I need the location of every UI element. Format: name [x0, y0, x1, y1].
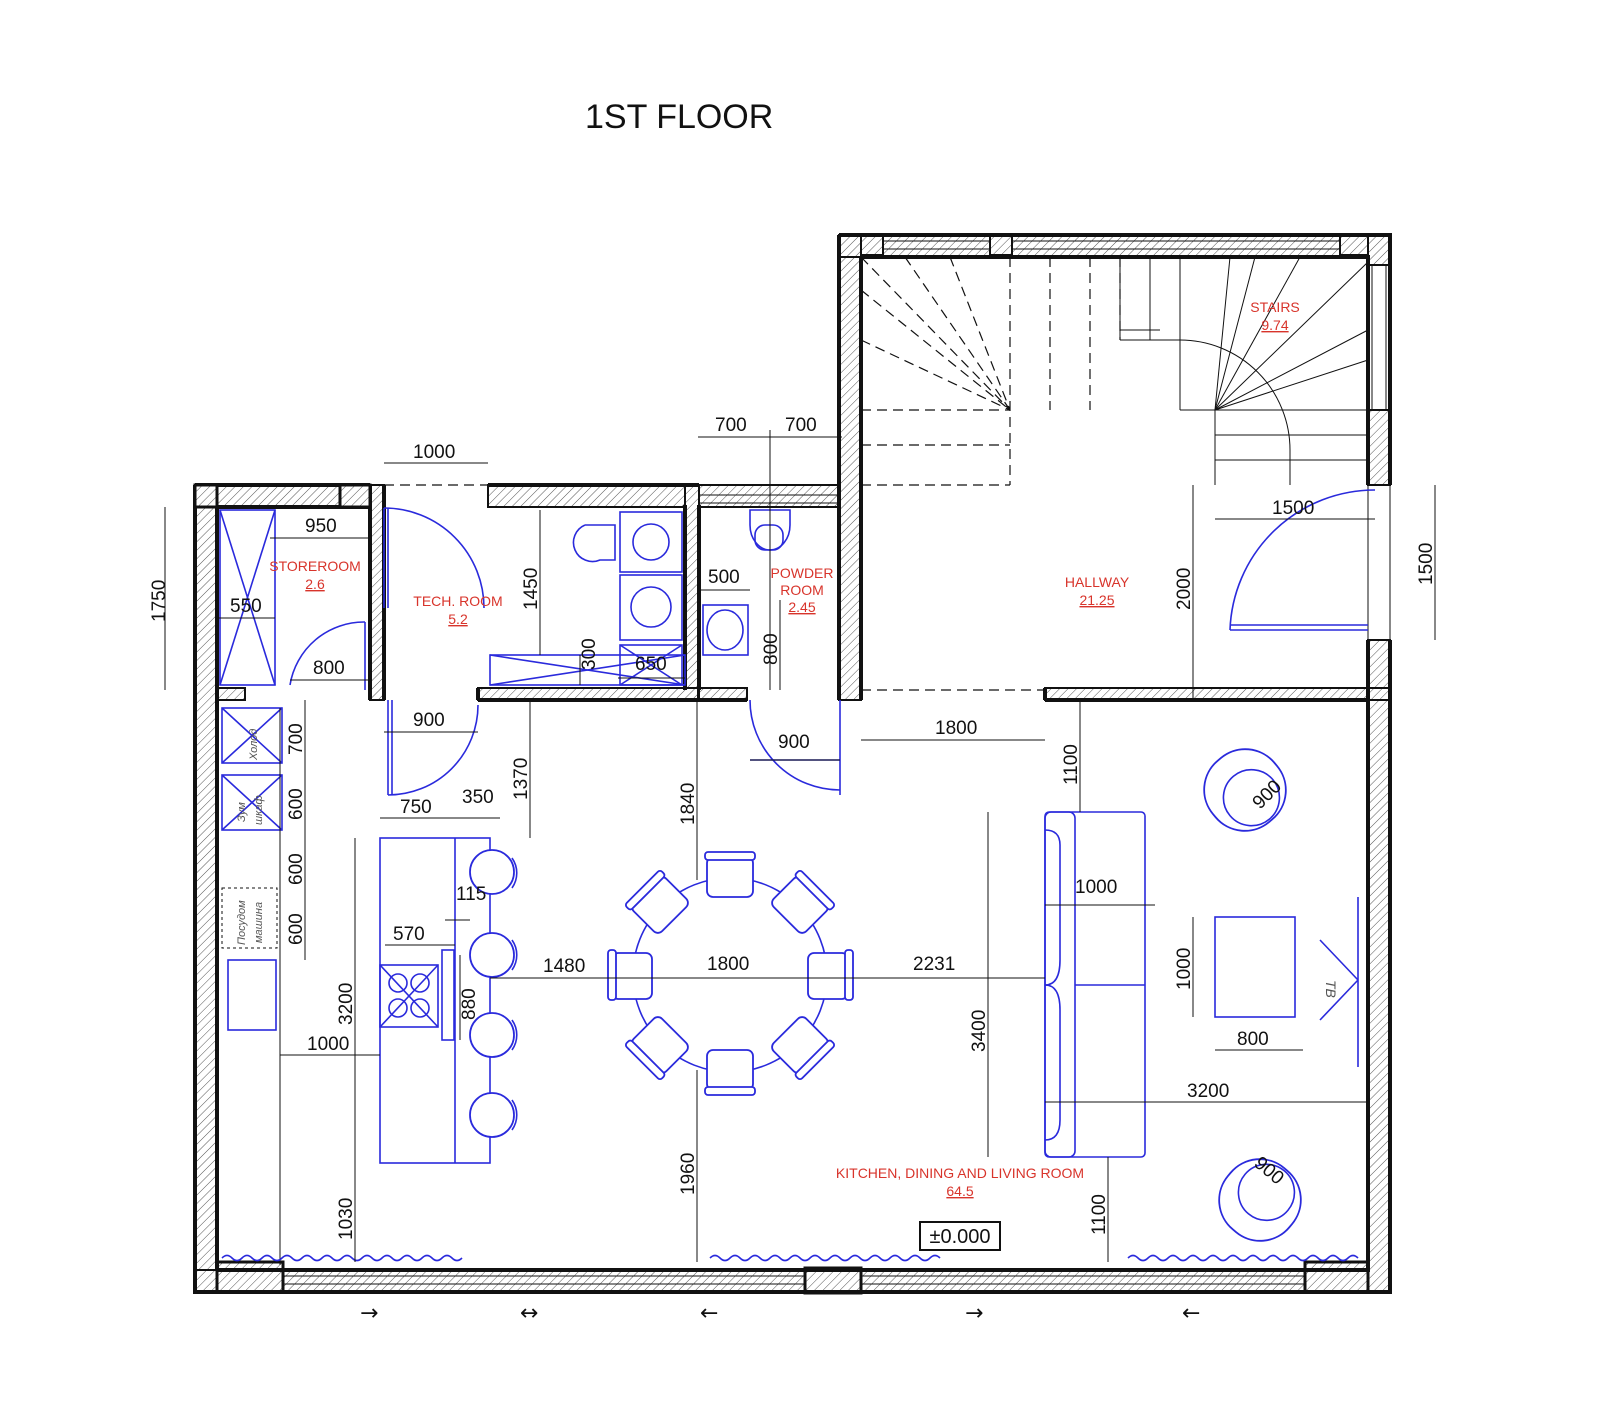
window-arrow-3: ←: [700, 1301, 718, 1326]
dim-1480: 1480: [543, 956, 585, 977]
powder-room-area: 2.45: [788, 599, 815, 615]
dim-1100-bottom: 1100: [1089, 1194, 1110, 1235]
dim-1750: 1750: [149, 580, 170, 622]
window-arrows: → ↔ ← → ←: [360, 1301, 1200, 1326]
appliance-labels: Холод Зум шкаф Посудом машина ТВ: [236, 729, 1339, 998]
dim-3200-living: 3200: [1187, 1081, 1229, 1102]
dim-700-a: 700: [715, 415, 747, 436]
dim-650: 650: [635, 654, 667, 675]
dim-1000-tech: 1000: [413, 442, 455, 463]
window-arrow-4: →: [965, 1301, 983, 1326]
fridge-label: Холод: [248, 729, 260, 761]
dim-115: 115: [456, 884, 486, 905]
tech-room-name: TECH. ROOM: [413, 593, 502, 609]
window-arrow-2: ↔: [520, 1301, 538, 1326]
stairs-name: STAIRS: [1250, 299, 1300, 315]
dim-600-c: 600: [286, 913, 307, 945]
level-marker: ±0.000: [919, 1221, 1001, 1251]
dim-1450: 1450: [521, 568, 542, 610]
hallway-area: 21.25: [1079, 592, 1114, 608]
dim-300: 300: [579, 638, 600, 670]
kitchen-name: KITCHEN, DINING AND LIVING ROOM: [836, 1165, 1084, 1181]
dimension-lines: [164, 430, 1436, 1262]
room-labels: STOREROOM 2.6 TECH. ROOM 5.2 POWDER ROOM…: [269, 299, 1300, 1199]
stairs: [860, 256, 1369, 486]
dim-1800-opening: 1800: [935, 718, 977, 739]
dim-1000-table: 1000: [1174, 948, 1195, 990]
dim-500: 500: [708, 567, 740, 588]
dim-880: 880: [459, 988, 480, 1020]
sofa: [1044, 811, 1146, 1158]
hallway-name: HALLWAY: [1065, 574, 1130, 590]
wardrobe-label-1: Зум: [236, 802, 248, 822]
dim-600-b: 600: [286, 853, 307, 885]
dishwasher-label-2: машина: [253, 902, 265, 943]
dim-3200-kitchen: 3200: [336, 983, 357, 1025]
armchairs: [1203, 748, 1302, 1242]
dishwasher-label-1: Посудом: [236, 900, 248, 945]
tech-room-area: 5.2: [448, 611, 468, 627]
dim-700-b: 700: [785, 415, 817, 436]
dim-2231: 2231: [913, 954, 955, 975]
tv-label: ТВ: [1323, 980, 1339, 998]
dim-350: 350: [462, 787, 494, 808]
fixtures: [219, 509, 1359, 1265]
dim-1960: 1960: [678, 1153, 699, 1195]
dim-800-store: 800: [313, 658, 345, 679]
dim-750: 750: [400, 797, 432, 818]
wardrobe-label-2: шкаф: [253, 795, 265, 825]
dim-800-table: 800: [1237, 1029, 1269, 1050]
powder-room-name-2: ROOM: [780, 582, 824, 598]
bar-stools: [469, 849, 518, 1138]
dim-2000: 2000: [1174, 568, 1195, 610]
kitchen-area: 64.5: [946, 1183, 973, 1199]
dim-1500-h: 1500: [1272, 498, 1314, 519]
floor-title: 1ST FLOOR: [585, 98, 773, 136]
dim-1500-v: 1500: [1416, 543, 1437, 585]
dim-550: 550: [230, 596, 262, 617]
storeroom-area: 2.6: [305, 576, 325, 592]
window-arrow-5: ←: [1182, 1301, 1200, 1326]
dim-900-tech: 900: [413, 710, 445, 731]
dim-1000-sofa: 1000: [1075, 877, 1117, 898]
dim-1100-top: 1100: [1061, 744, 1082, 785]
dining-chairs: [607, 851, 854, 1096]
dim-950: 950: [305, 516, 337, 537]
doors: [289, 484, 1376, 796]
dim-700-kitchen: 700: [286, 723, 307, 755]
dim-800-powder: 800: [761, 633, 782, 665]
dim-900-powder: 900: [778, 732, 810, 753]
level-value: ±0.000: [929, 1226, 990, 1248]
window-arrow-1: →: [360, 1301, 378, 1326]
dim-1030: 1030: [336, 1198, 357, 1240]
dim-3400: 3400: [969, 1010, 990, 1052]
powder-room-name-1: POWDER: [771, 565, 834, 581]
dim-1800-table: 1800: [707, 954, 749, 975]
dim-570: 570: [393, 924, 425, 945]
storeroom-name: STOREROOM: [269, 558, 361, 574]
walls: [193, 233, 1392, 1295]
dim-1840: 1840: [678, 783, 699, 825]
dim-600-a: 600: [286, 788, 307, 820]
stairs-area: 9.74: [1261, 317, 1288, 333]
dim-1370: 1370: [511, 758, 532, 800]
dim-1000-kitchen: 1000: [307, 1034, 349, 1055]
